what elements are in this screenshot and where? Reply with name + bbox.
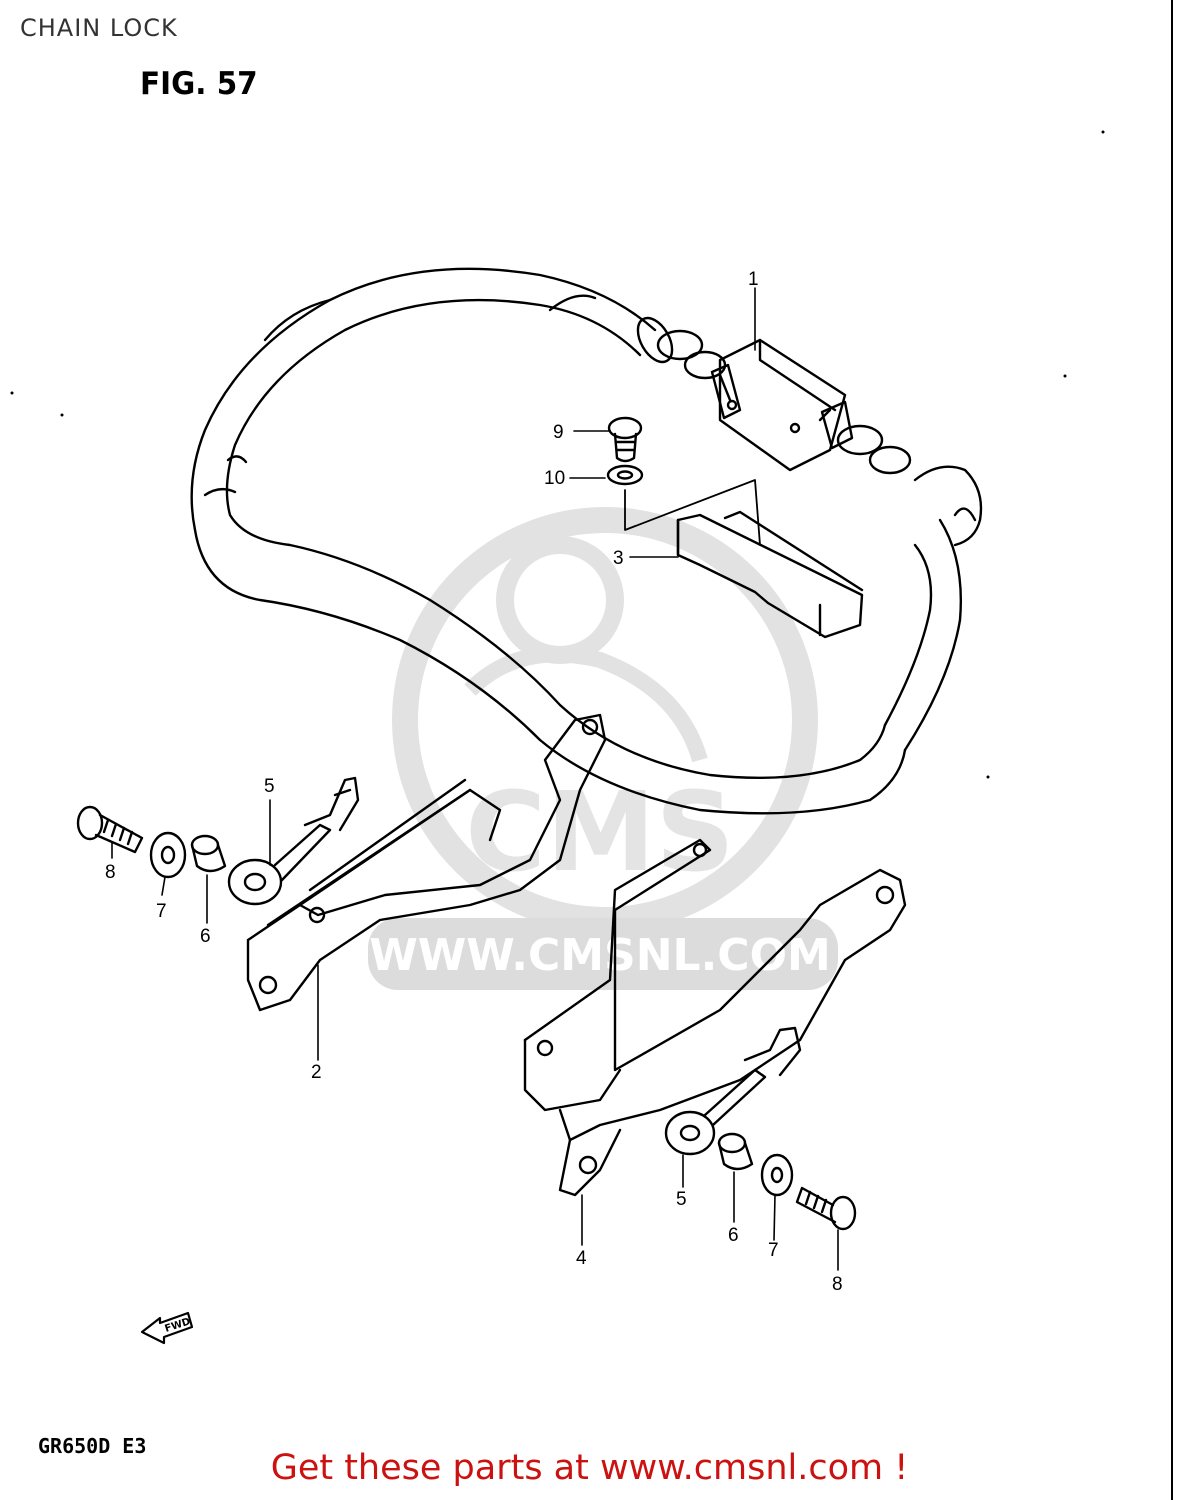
bracket-2	[246, 713, 607, 1012]
washer-7-right	[760, 1153, 794, 1197]
watermark-logo: CMS	[465, 768, 734, 896]
bolt-8-right	[795, 1186, 857, 1231]
spacer-6-right	[717, 1132, 754, 1171]
link-5-right	[664, 1026, 802, 1156]
fwd-arrow-icon: FWD	[140, 1311, 194, 1345]
promo-link[interactable]: Get these parts at www.cmsnl.com !	[270, 1448, 909, 1488]
figure-number: FIG. 57	[140, 66, 258, 102]
callout-6-left: 6	[200, 926, 211, 947]
watermark-text: WWW.CMSNL.COM	[369, 930, 831, 981]
spacer-6-left	[190, 834, 227, 873]
callout-8-right: 8	[832, 1274, 843, 1295]
callout-7-left: 7	[156, 901, 167, 922]
screw-9	[607, 416, 643, 463]
washer-10	[606, 464, 644, 486]
callout-4: 4	[576, 1248, 587, 1269]
callout-5-left: 5	[264, 776, 275, 797]
page-border	[1171, 0, 1173, 1500]
model-code: GR650D E3	[38, 1434, 147, 1458]
bolt-8-left	[76, 805, 144, 854]
callout-7-right: 7	[768, 1240, 779, 1261]
link-5-left	[227, 776, 360, 906]
callout-8-left: 8	[105, 862, 116, 883]
holder-3	[676, 510, 864, 639]
watermark: CMS WWW.CMSNL.COM	[368, 507, 838, 990]
callout-10: 10	[544, 468, 565, 489]
washer-7-left	[149, 831, 187, 879]
callout-6-right: 6	[728, 1225, 739, 1246]
callout-9: 9	[553, 422, 564, 443]
bracket-4	[523, 838, 907, 1197]
chain-lock-loop	[190, 267, 983, 815]
leader-lines	[111, 287, 839, 1271]
callout-1: 1	[748, 269, 759, 290]
lock-body	[710, 338, 854, 472]
callout-3: 3	[613, 548, 624, 569]
page-title: CHAIN LOCK	[20, 14, 178, 42]
callout-5-right: 5	[676, 1189, 687, 1210]
callout-2: 2	[311, 1062, 322, 1083]
